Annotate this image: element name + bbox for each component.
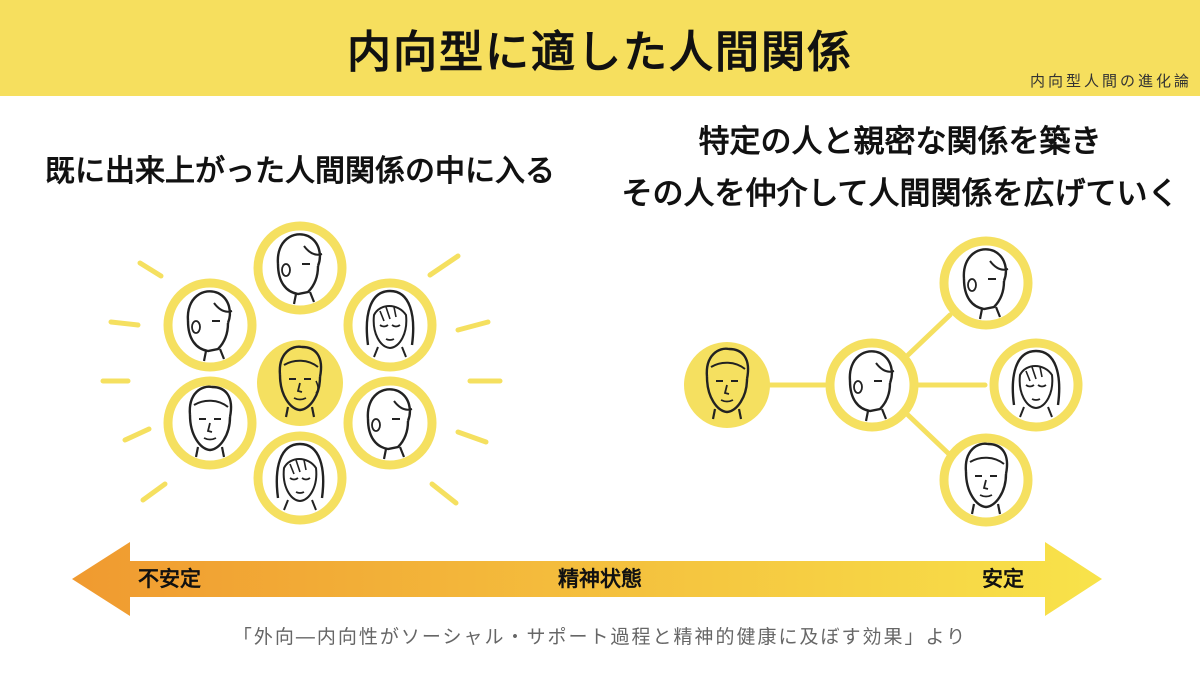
- scale-label-unstable: 不安定: [138, 567, 201, 591]
- left-heading: 既に出来上がった人間関係の中に入る: [45, 154, 555, 189]
- network-links: [767, 312, 988, 458]
- title-banner: 内向型に適した人間関係 内向型人間の進化論: [0, 0, 1200, 96]
- person-icon-bottom: [253, 431, 347, 525]
- source-citation: 「外向―内向性がソーシャル・サポート過程と精神的健康に及ぼす効果」より: [232, 626, 968, 648]
- person-icon-top: [253, 221, 347, 315]
- left-rays: [100, 253, 503, 506]
- right-heading-line2: その人を仲介して人間関係を広げていく: [621, 176, 1179, 212]
- person-icon-bottom-left: [163, 376, 257, 470]
- contact-person-icon-top: [939, 236, 1033, 330]
- person-icon-top-right: [343, 278, 437, 372]
- brand-label: 内向型人間の進化論: [1029, 72, 1192, 90]
- contact-person-icon-middle: [989, 338, 1083, 432]
- person-icon-top-left: [163, 278, 257, 372]
- mediator-person-icon: [825, 338, 919, 432]
- left-cluster: [163, 221, 437, 525]
- right-network: [684, 236, 1083, 527]
- person-icon-bottom-right: [343, 376, 437, 470]
- stability-scale-arrow: [72, 542, 1102, 616]
- center-person-icon: [257, 340, 343, 426]
- page-title: 内向型に適した人間関係: [347, 27, 853, 78]
- scale-label-stable: 安定: [982, 567, 1024, 591]
- right-heading-line1: 特定の人と親密な関係を築き: [698, 124, 1102, 160]
- contact-person-icon-bottom: [939, 433, 1033, 527]
- self-person-icon: [684, 342, 770, 428]
- scale-label-mental-state: 精神状態: [558, 567, 642, 591]
